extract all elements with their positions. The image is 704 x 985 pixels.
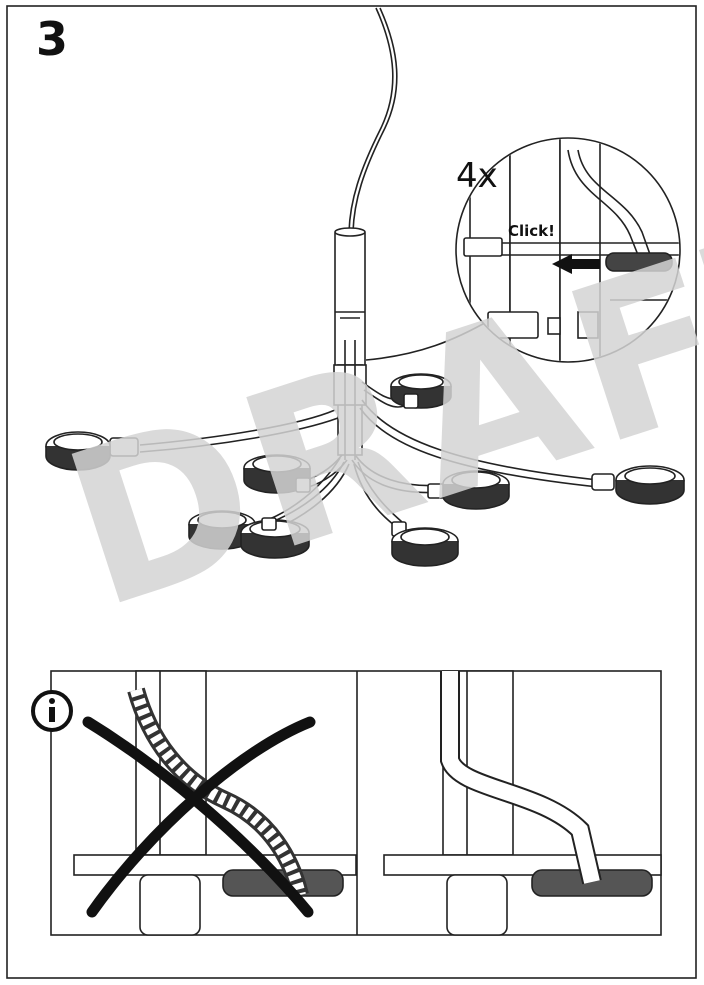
- correct-example: [383, 670, 662, 936]
- socket-upper-right: [390, 373, 452, 409]
- lamp-illustration: [45, 7, 685, 567]
- repeat-count: 4x: [456, 156, 498, 196]
- socket-left: [45, 431, 139, 471]
- detail-callout: [365, 137, 681, 363]
- page-border: [6, 5, 697, 979]
- socket-mid-right: [427, 470, 510, 510]
- step-number: 3: [36, 12, 69, 66]
- socket-far-right: [591, 465, 685, 505]
- click-label: Click!: [508, 222, 555, 240]
- info-icon: [31, 690, 73, 732]
- push-arrow-icon: [552, 254, 600, 274]
- socket-lower-left-a: [188, 510, 256, 550]
- socket-mid-left: [243, 454, 311, 494]
- socket-lower-left-b: [240, 517, 310, 559]
- info-panel: [31, 670, 662, 936]
- socket-lower-right: [391, 521, 459, 567]
- wrong-example: [73, 670, 357, 936]
- wrong-cross-icon: [82, 716, 316, 918]
